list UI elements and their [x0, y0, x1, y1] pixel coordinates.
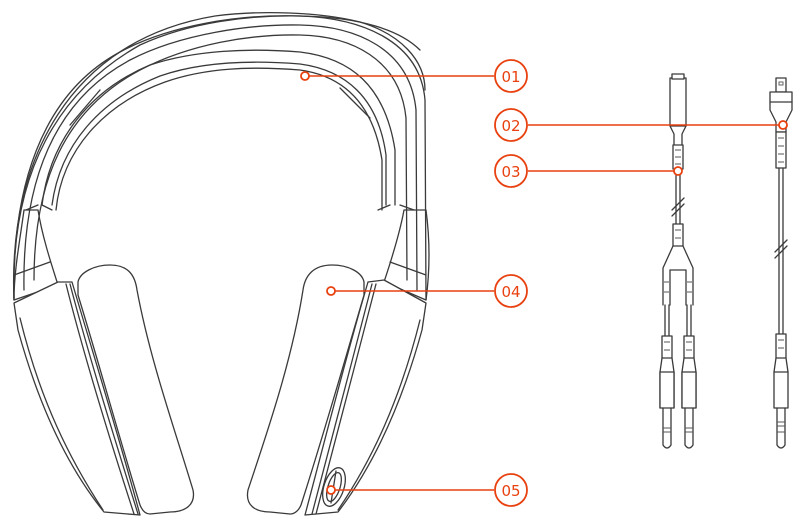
callout-04-marker [326, 286, 336, 296]
callout-05-label: 05 [501, 482, 520, 500]
headband [12, 11, 427, 301]
callout-04: 04 [326, 274, 528, 308]
callout-01-badge [494, 59, 528, 93]
callout-02-label: 02 [501, 117, 520, 135]
headset-cable [769, 77, 793, 449]
callout-02-badge [494, 108, 528, 142]
callout-03: 03 [494, 154, 683, 188]
splitter-cable [659, 73, 697, 449]
callout-03-badge [494, 154, 528, 188]
right-earcup [246, 209, 430, 516]
callout-03-marker [673, 166, 683, 176]
callout-04-label: 04 [501, 283, 520, 301]
callout-01-label: 01 [501, 68, 520, 86]
callout-05-marker [326, 485, 336, 495]
left-earcup [13, 209, 195, 516]
callout-05: 05 [326, 473, 528, 507]
callout-01: 01 [300, 59, 528, 93]
callout-02-marker [778, 120, 788, 130]
callout-01-marker [300, 71, 310, 81]
callout-02: 02 [494, 108, 788, 142]
callout-03-label: 03 [501, 163, 520, 181]
callout-04-badge [494, 274, 528, 308]
callout-05-badge [494, 473, 528, 507]
